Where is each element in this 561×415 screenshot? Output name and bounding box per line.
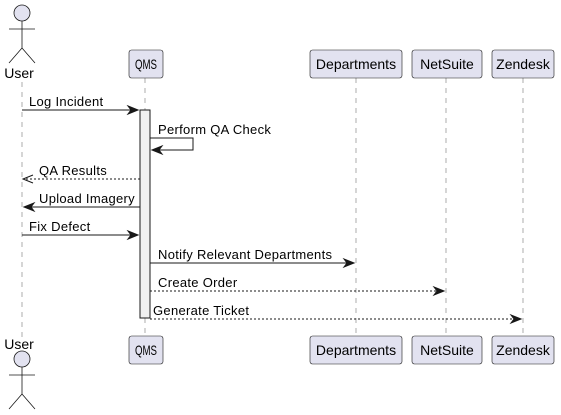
participant-box [128,49,164,79]
participant-zendesk-bottom: Zendesk [491,335,555,365]
participant-netsuite-bottom: NetSuite [411,335,483,365]
participant-label-zendesk: Zendesk [496,56,551,72]
actor-body-icon [8,21,36,64]
participant-zendesk-top: Zendesk [491,49,555,79]
participant-label-departments: Departments [316,342,396,358]
participant-box [411,49,483,79]
message-fix-defect: Fix Defect [22,219,140,241]
actor-head-icon [13,350,31,368]
participant-box [491,335,555,365]
participant-box [128,335,164,365]
participant-box [411,335,483,365]
participant-label-zendesk: Zendesk [496,342,551,358]
message-create-order: Create Order [150,275,446,297]
participant-label-qms: QMS [135,342,157,358]
participant-departments-top: Departments [309,49,403,79]
message-label: Notify Relevant Departments [158,247,332,262]
participant-label-qms: QMS [135,56,157,72]
message-label: Create Order [158,275,238,290]
message-upload-imagery: Upload Imagery [22,191,140,213]
message-label: Generate Ticket [153,303,249,318]
participant-box [309,335,403,365]
arrowhead-icon [126,104,140,116]
message-label: Upload Imagery [39,191,135,206]
participant-box [491,49,555,79]
arrowhead-icon [150,144,164,156]
actor-label-user: User [4,65,34,81]
qms-activation-bar [139,109,151,319]
arrowhead-icon [22,201,36,213]
message-generate-ticket: Generate Ticket [150,303,523,325]
actor-user-top: User [4,4,36,81]
message-log-incident: Log Incident [22,94,140,116]
message-label: QA Results [39,163,107,178]
participant-qms-top: QMS [128,49,164,79]
arrowhead-icon [432,285,446,297]
actor-label-user: User [4,336,34,352]
participant-label-netsuite: NetSuite [420,56,474,72]
actor-user-bottom: User [4,336,36,410]
arrowhead-icon [342,257,356,269]
open-arrowhead-icon [21,174,34,184]
participant-netsuite-top: NetSuite [411,49,483,79]
arrowhead-icon [509,313,523,325]
arrowhead-icon [126,229,140,241]
participant-qms-bottom: QMS [128,335,164,365]
message-perform-qa-check: Perform QA Check [150,122,271,156]
participant-label-departments: Departments [316,56,396,72]
message-qa-results: QA Results [21,163,140,184]
participant-box [309,49,403,79]
actor-head-icon [13,4,31,22]
actor-body-icon [8,367,36,410]
message-label: Fix Defect [29,219,91,234]
message-label: Perform QA Check [158,122,271,137]
message-line [150,137,194,151]
message-label: Log Incident [29,94,104,109]
participant-label-netsuite: NetSuite [420,342,474,358]
message-notify-relevant-departments: Notify Relevant Departments [150,247,356,269]
participant-departments-bottom: Departments [309,335,403,365]
